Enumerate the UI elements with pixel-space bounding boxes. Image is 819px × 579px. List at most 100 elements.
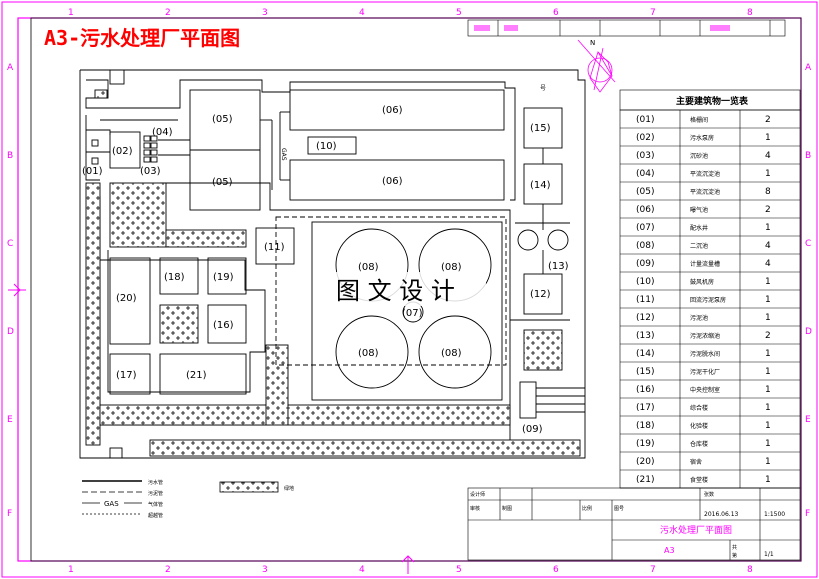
table-cell-name: 综合楼 xyxy=(690,404,708,412)
building-11 xyxy=(255,227,295,265)
watermark-text: 图 文 设 计 xyxy=(336,277,455,305)
legend-label: 气体管 xyxy=(148,501,163,508)
table-cell-code: (03) xyxy=(636,151,654,161)
grid-label: E xyxy=(805,415,811,425)
label-10: (10) xyxy=(316,141,337,152)
table-cell-qty: 8 xyxy=(765,187,771,197)
grid-label: 4 xyxy=(359,8,365,18)
table-cell-qty: 4 xyxy=(765,151,771,161)
table-cell-name: 沉砂池 xyxy=(690,152,708,160)
table-cell-code: (17) xyxy=(636,403,654,413)
grid-label: 6 xyxy=(553,8,559,18)
site-boundary xyxy=(79,69,586,459)
label-09: (09) xyxy=(522,424,543,435)
green-area xyxy=(109,182,167,248)
grid-labels-left: A B C D E F xyxy=(7,63,14,519)
table-cell-code: (18) xyxy=(636,421,654,431)
grid-label: C xyxy=(805,239,811,249)
table-cell-qty: 1 xyxy=(765,349,771,359)
building-17 xyxy=(109,353,151,395)
grid-labels-right: A B C D E F xyxy=(805,63,812,519)
table-cell-qty: 1 xyxy=(765,439,771,449)
tb-cell: 比例 xyxy=(582,505,592,512)
label-05: (05) xyxy=(212,177,233,188)
label-17: (17) xyxy=(116,370,137,381)
grid-label: 2 xyxy=(165,565,171,575)
clarifier xyxy=(335,315,409,389)
grid-label: 7 xyxy=(650,8,656,18)
label-08: (08) xyxy=(441,262,462,273)
green-area xyxy=(265,344,289,426)
table-cell-code: (14) xyxy=(636,349,654,359)
tb-drawing-title: 污水处理厂平面图 xyxy=(660,524,732,536)
tb-date: 2016.06.13 xyxy=(704,511,739,518)
label-18: (18) xyxy=(164,272,185,283)
grid-label: 1 xyxy=(68,565,74,575)
tb-scale: 1:1500 xyxy=(764,511,785,518)
clarifier xyxy=(418,315,492,389)
label-01: (01) xyxy=(82,166,103,177)
table-title: 主要建筑物一览表 xyxy=(676,95,749,107)
table-cell-qty: 1 xyxy=(765,169,771,179)
label-02: (02) xyxy=(112,146,133,157)
table-cell-name: 配水井 xyxy=(690,224,708,232)
green-area xyxy=(149,439,581,457)
table-cell-code: (04) xyxy=(636,169,654,179)
grid-label: A xyxy=(805,63,812,73)
grid-labels-bottom: 1 2 3 4 5 6 7 8 xyxy=(68,565,753,575)
tb-cell: 张数 xyxy=(704,491,714,498)
green-area xyxy=(523,329,563,371)
table-cell-name: 仓库楼 xyxy=(690,440,708,448)
tb-sheet-size: A3 xyxy=(664,546,675,555)
table-cell-code: (21) xyxy=(636,475,654,485)
building-20 xyxy=(109,257,151,345)
grid-label: B xyxy=(805,151,811,161)
table-cell-name: 计量流量槽 xyxy=(690,260,720,268)
legend-label: 污泥管 xyxy=(148,490,163,497)
grid-label: B xyxy=(7,151,13,161)
label-13: (13) xyxy=(548,261,569,272)
table-cell-qty: 1 xyxy=(765,403,771,413)
inlet-box xyxy=(91,139,99,147)
north-arrow: N xyxy=(577,39,616,93)
building-21 xyxy=(159,353,247,395)
table-cell-name: 二沉池 xyxy=(690,242,708,250)
table-cell-code: (09) xyxy=(636,259,654,269)
site-plan xyxy=(79,69,586,459)
label-12: (12) xyxy=(530,289,551,300)
table-cell-name: 宿舍 xyxy=(690,458,702,466)
table-cell-qty: 2 xyxy=(765,331,771,341)
building-02 xyxy=(109,131,141,169)
table-cell-qty: 1 xyxy=(765,367,771,377)
legend-label: 绿地 xyxy=(284,485,294,492)
label-08: (08) xyxy=(358,348,379,359)
grid-label: 5 xyxy=(456,565,462,575)
table-cell-qty: 2 xyxy=(765,115,771,125)
building-06 xyxy=(289,89,505,131)
table-cell-code: (11) xyxy=(636,295,654,305)
table-cell-qty: 1 xyxy=(765,277,771,287)
thickener xyxy=(547,229,569,251)
green-area xyxy=(94,89,108,99)
tb-cell: 审核 xyxy=(470,505,480,512)
tb-cell: 第 xyxy=(732,552,737,559)
label-03: (03) xyxy=(140,166,161,177)
tb-cell: 制图 xyxy=(502,505,512,512)
grid-label: 8 xyxy=(747,565,753,575)
corner-label: 号 xyxy=(540,85,546,92)
label-04: (04) xyxy=(152,127,173,138)
green-area xyxy=(85,182,101,446)
table-cell-qty: 2 xyxy=(765,205,771,215)
building-16 xyxy=(207,304,247,344)
legend xyxy=(82,480,279,515)
table-cell-name: 污泥脱水间 xyxy=(690,350,720,358)
table-cell-code: (15) xyxy=(636,367,654,377)
table-cell-name: 回流污泥泵房 xyxy=(690,296,726,304)
small-building-top xyxy=(109,69,125,85)
grid-labels-top: 1 2 3 4 5 6 7 8 xyxy=(68,8,753,18)
building-09 xyxy=(519,381,537,419)
table-cell-name: 化验楼 xyxy=(690,422,708,430)
label-21: (21) xyxy=(186,370,207,381)
